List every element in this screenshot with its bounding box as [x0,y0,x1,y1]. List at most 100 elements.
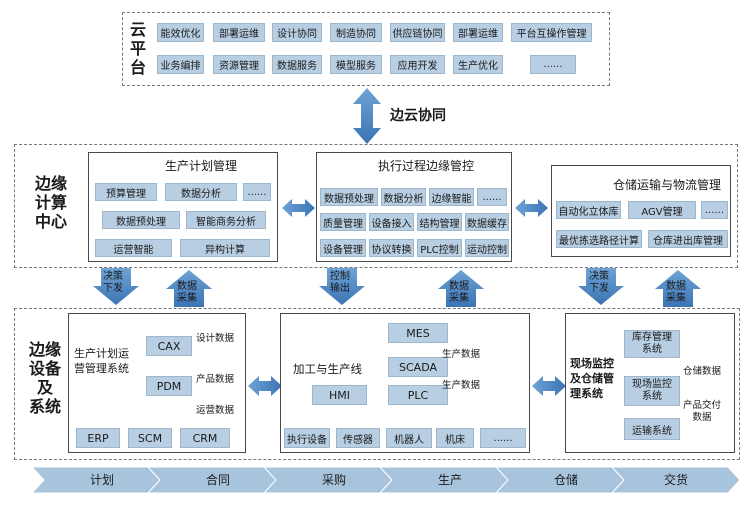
edge-center-label-line: 中心 [34,212,67,231]
plan-cell: 数据预处理 [102,211,180,229]
planning-ops-title: 生产计划运 营管理系统 [74,346,129,376]
exec-cell: 数据分析 [381,188,426,206]
edge-center-label-line: 计算 [34,193,67,212]
arrow-label-line: 决策 [589,271,609,282]
production-data-label-2: 生产数据 [442,380,481,391]
plan-exec-arrow [282,199,315,217]
arrow-label-line: 决策 [103,271,123,282]
arrow-label-line: 数据 [666,281,686,292]
arrow-label-line: 控制 [330,271,350,282]
arrow-label-line: 采集 [449,293,469,304]
cloud-cell: 资源管理 [213,55,265,74]
plan-mgmt-title: 生产计划管理 [165,159,238,173]
monitor-title-line: 及仓储管 [570,372,614,385]
transport-system-node: 运输系统 [624,418,680,440]
hmi-node: HMI [312,385,367,405]
chain-step-production: 生产 [437,473,462,487]
production-line-title: 加工与生产线 [293,362,362,376]
plan-cell: 异构计算 [180,239,270,257]
production-bottom-cell: ...... [480,428,526,448]
chain-step-warehouse: 仓储 [553,473,578,487]
node-line: 系统 [642,344,662,355]
warehouse-cell: 仓库进出库管理 [648,230,728,248]
mes-node: MES [388,323,448,343]
warehouse-decision-down-arrow [578,268,624,305]
warehouse-cell: AGV管理 [628,201,696,219]
exec-cell: 数据预处理 [320,188,378,206]
exec-data-label: 数据 采集 [449,281,469,305]
pdm-node: PDM [146,376,192,396]
edge-center-label: 边缘 计算 中心 [22,174,80,231]
arrow-label-line: 下发 [589,283,609,294]
production-bottom-cell: 机器人 [386,428,432,448]
erp-node: ERP [76,428,120,448]
cloud-platform-label: 云 平 台 [126,20,150,77]
exec-cell: 数据缓存 [465,213,509,231]
warehouse-data-up-arrow [655,270,701,307]
edge-devices-label-line: 设备 [28,359,61,378]
arrow-label-line: 采集 [666,293,686,304]
chain-step-purchase: 采购 [321,473,346,487]
exec-cell: 结构管理 [417,213,462,231]
cloud-cell: 业务编排 [157,55,204,74]
ops-data-label: 运营数据 [196,405,235,416]
exec-control-title: 执行过程边缘管控 [378,159,475,173]
cloud-label-line: 云 [129,20,146,39]
cloud-cell: 应用开发 [390,55,445,74]
production-bottom-cell: 传感器 [336,428,380,448]
edge-center-region [14,144,738,268]
planning-title-line: 营管理系统 [74,362,129,375]
scada-node: SCADA [388,357,448,377]
exec-cell: 边缘智能 [429,188,474,206]
exec-cell: 运动控制 [465,239,509,257]
cloud-cell: 模型服务 [330,55,382,74]
scm-node: SCM [128,428,172,448]
cloud-cell: ...... [530,55,576,74]
monitor-warehouse-title: 现场监控 及仓储管 理系统 [570,356,614,401]
cloud-cell: 平台互操作管理 [511,23,592,42]
onsite-monitor-node: 现场监控 系统 [624,376,680,406]
node-line: 库存管理 [632,332,672,343]
plan-data-up-arrow [166,270,212,307]
warehouse-logistics-title: 仓储运输与物流管理 [613,178,722,192]
cloud-cell: 设计协同 [272,23,322,42]
planning-title-line: 生产计划运 [74,347,129,360]
arrow-label-line: 输出 [330,283,350,294]
edge-devices-label-line: 系统 [28,397,61,416]
exec-data-up-arrow [438,270,484,307]
cloud-cell: 部署运维 [213,23,265,42]
product-data-label: 产品数据 [196,374,235,385]
plan-cell: 预算管理 [95,183,157,201]
exec-cell: 质量管理 [320,213,366,231]
node-line: 系统 [642,391,662,402]
plan-cell: 数据分析 [165,183,237,201]
edge-devices-label-line: 及 [36,378,53,397]
exec-warehouse-arrow [515,199,548,217]
cloud-cell: 部署运维 [453,23,503,42]
edge-cloud-collab-label: 边云协同 [390,108,446,124]
warehouse-data-label: 数据 采集 [666,281,686,305]
production-data-label-1: 生产数据 [442,349,481,360]
arrow-label-line: 数据 [177,281,197,292]
node-line: 现场监控 [632,379,672,390]
process-chain-shapes [30,466,741,494]
delivery-data-label: 产品交付 数据 [683,400,721,424]
cax-node: CAX [146,336,192,356]
exec-cell: ...... [477,188,507,206]
planning-production-arrow [248,376,282,396]
arrow-label-line: 数据 [449,281,469,292]
plan-cell: ...... [243,183,271,201]
plan-decision-label: 决策 下发 [103,271,123,295]
chain-step-plan: 计划 [89,473,114,487]
warehouse-decision-label: 决策 下发 [589,271,609,295]
chain-step-delivery: 交货 [663,473,688,487]
edge-devices-label-line: 边缘 [28,340,61,359]
cloud-cell: 生产优化 [453,55,503,74]
warehouse-cell: 自动化立体库 [556,201,621,219]
exec-control-down-arrow [319,268,365,305]
edge-cloud-arrow [353,88,381,144]
plan-decision-down-arrow [93,268,139,305]
cloud-label-line: 台 [129,58,146,77]
warehouse-cell: 最优拣选路径计算 [556,230,642,248]
